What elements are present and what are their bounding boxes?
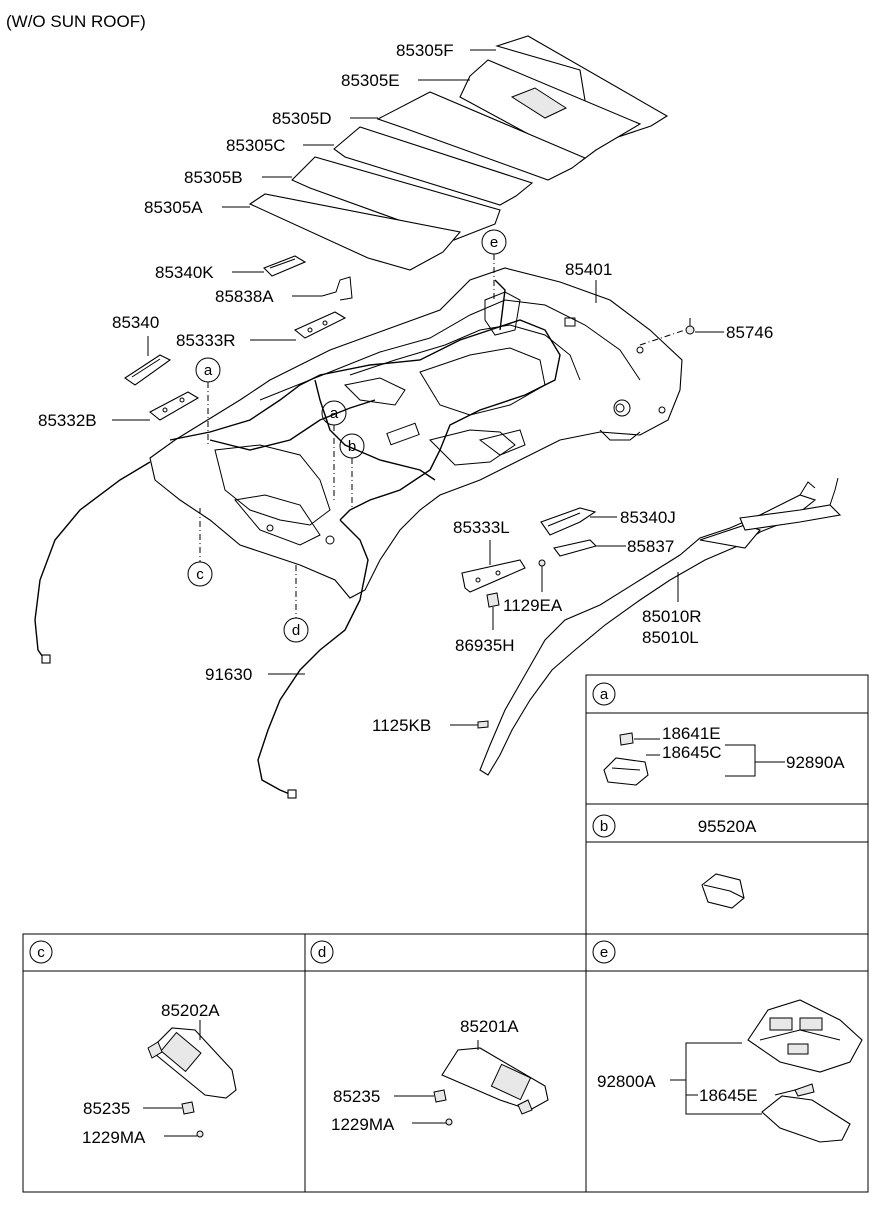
screw-1229MA-d[interactable]	[445, 1118, 453, 1126]
handle-85340J[interactable]	[540, 507, 597, 536]
callout-b-text: b	[348, 438, 356, 455]
parts-right-group: 85333L 85340J 85837 1129EA 86935H 85010R…	[372, 477, 842, 776]
label-85235-d: 85235	[333, 1087, 380, 1106]
callout-d-text: d	[292, 622, 300, 639]
screw-85746: 85746	[639, 318, 773, 346]
clip-85837[interactable]	[553, 539, 598, 557]
label-92800A: 92800A	[597, 1072, 656, 1091]
label-18641E: 18641E	[662, 724, 721, 743]
label-85305F: 85305F	[396, 41, 454, 60]
assist-handles-left: 85340K 85838A 85333R 85340 85332B	[38, 255, 353, 430]
bracket-85332B[interactable]	[149, 391, 200, 421]
label-85010L: 85010L	[642, 628, 699, 647]
detail-panel-d: d 85201A 85235 1229MA	[310, 940, 549, 1134]
label-85332B: 85332B	[38, 411, 97, 430]
roof-pads: 85305F 85305E 85305D 85305C 85305B 85305…	[144, 35, 669, 271]
callout-a-center[interactable]	[321, 400, 347, 426]
overhead-console-92800A[interactable]	[747, 999, 863, 1073]
handle-85340[interactable]	[124, 354, 172, 386]
label-18645C: 18645C	[662, 743, 722, 762]
bulb-18641E[interactable]	[619, 732, 634, 746]
pad-85305F[interactable]	[495, 35, 669, 143]
harness-wire-main[interactable]	[169, 319, 561, 521]
clip-85838A[interactable]	[321, 276, 353, 301]
bottom-panels-frame	[22, 933, 869, 1193]
label-85340K: 85340K	[155, 263, 214, 282]
callout-e[interactable]	[481, 229, 507, 255]
callout-c[interactable]	[187, 561, 213, 587]
panel-d-letter: d	[318, 944, 326, 961]
panel-e-letter: e	[600, 944, 608, 961]
headliner-body[interactable]	[149, 267, 683, 599]
diagram-title: (W/O SUN ROOF)	[6, 12, 146, 31]
callouts: a a b c d e	[187, 229, 507, 643]
label-85333R: 85333R	[176, 331, 236, 350]
bracket-85333L[interactable]	[461, 559, 526, 593]
detail-panel-c: c 85202A 85235 1229MA	[29, 940, 237, 1147]
label-85305A: 85305A	[144, 198, 203, 217]
panel-b-letter: b	[600, 818, 608, 835]
label-1125KB: 1125KB	[372, 716, 431, 735]
callout-b[interactable]	[339, 433, 365, 459]
bolt-1129EA[interactable]	[538, 559, 546, 567]
switch-95520A[interactable]	[701, 873, 745, 909]
pad-85305B[interactable]	[291, 156, 501, 241]
label-85235-c: 85235	[83, 1099, 130, 1118]
label-18645E: 18645E	[699, 1086, 758, 1105]
label-85305E: 85305E	[341, 71, 400, 90]
pad-85305C[interactable]	[333, 126, 534, 206]
label-85838A: 85838A	[215, 287, 274, 306]
headliner-85401: 85401	[149, 260, 683, 599]
label-91630: 91630	[205, 665, 252, 684]
label-85202A: 85202A	[161, 1001, 220, 1020]
label-85837: 85837	[627, 537, 674, 556]
lamp-92890A[interactable]	[603, 757, 649, 786]
label-1229MA-d: 1229MA	[331, 1115, 395, 1134]
label-95520A: 95520A	[698, 817, 757, 836]
pad-85305E-window	[510, 87, 568, 119]
screw-85746-head[interactable]	[685, 325, 695, 335]
label-85201A: 85201A	[460, 1017, 519, 1036]
label-85333L: 85333L	[453, 518, 510, 537]
bracket-85333R[interactable]	[293, 311, 347, 339]
pad-85305D[interactable]	[376, 91, 587, 181]
detail-panel-b: b 95520A	[585, 803, 869, 935]
callout-a-left[interactable]	[195, 357, 221, 383]
holder-85235-c[interactable]	[181, 1101, 195, 1115]
label-1129EA: 1129EA	[503, 596, 563, 615]
label-85746: 85746	[726, 323, 773, 342]
handle-85340K[interactable]	[263, 255, 307, 277]
detail-panel-e: e 92800A 18645E	[592, 940, 863, 1143]
label-85305C: 85305C	[226, 136, 286, 155]
wiring-harness-91630: 91630	[34, 279, 561, 799]
label-86935H: 86935H	[455, 636, 515, 655]
bolt-1125KB[interactable]	[477, 720, 489, 729]
label-1229MA-c: 1229MA	[82, 1128, 146, 1147]
lens-cover[interactable]	[761, 1095, 851, 1143]
label-85340J: 85340J	[620, 508, 676, 527]
detail-panel-a: a 18641E 18645C 92890A	[585, 674, 869, 805]
callout-a-left-text: a	[204, 362, 213, 379]
label-85305D: 85305D	[272, 109, 332, 128]
callout-a-center-text: a	[330, 405, 339, 422]
pad-85305A[interactable]	[248, 193, 462, 271]
screw-1229MA-c[interactable]	[196, 1130, 204, 1138]
holder-85235-d[interactable]	[433, 1089, 447, 1103]
panel-c-letter: c	[37, 944, 45, 961]
label-92890A: 92890A	[786, 753, 845, 772]
callout-d[interactable]	[283, 617, 309, 643]
label-85305B: 85305B	[184, 168, 243, 187]
label-85340: 85340	[112, 313, 159, 332]
callout-e-text: e	[490, 234, 498, 251]
panel-a-letter: a	[600, 686, 609, 703]
label-85010R: 85010R	[642, 607, 702, 626]
clip-86935H[interactable]	[486, 592, 500, 608]
callout-c-text: c	[196, 566, 204, 583]
label-85401: 85401	[565, 260, 612, 279]
